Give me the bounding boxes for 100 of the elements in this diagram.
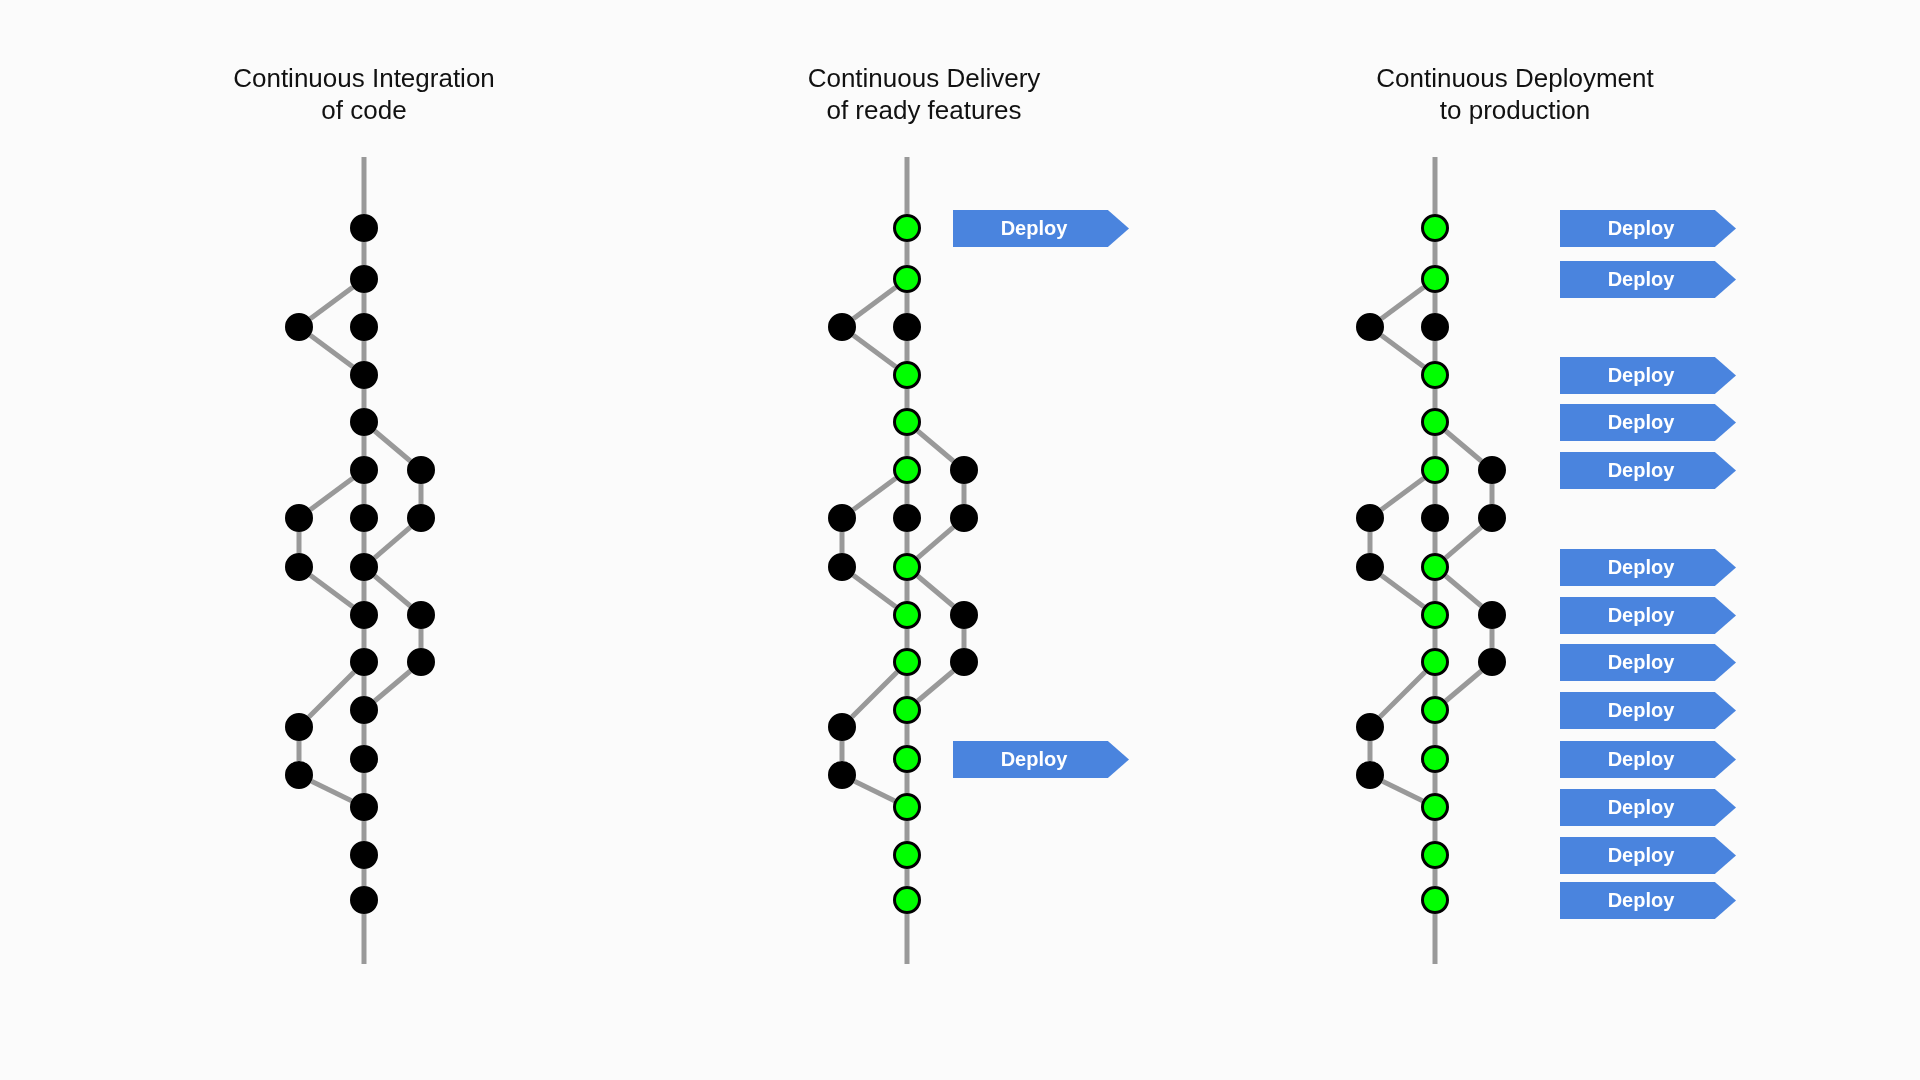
- branch-line: [904, 773, 910, 793]
- commit-dot: [350, 408, 378, 436]
- commit-dot: [1356, 504, 1384, 532]
- commit-dot: [1356, 761, 1384, 789]
- branch-line: [1432, 484, 1438, 504]
- branch-line: [904, 157, 910, 214]
- branch-line: [1432, 341, 1438, 361]
- commit-dot: [950, 504, 978, 532]
- branch-line: [904, 341, 910, 361]
- deploy-banner: Deploy: [1560, 692, 1736, 729]
- commit-dot: [1421, 841, 1449, 869]
- deploy-banner: Deploy: [953, 210, 1129, 247]
- branch-line: [361, 676, 367, 696]
- branch-line: [1432, 629, 1438, 648]
- deploy-banner: Deploy: [1560, 404, 1736, 441]
- branch-line: [1379, 476, 1426, 512]
- branch-line: [1432, 581, 1438, 601]
- commit-dot: [950, 648, 978, 676]
- commit-dot: [350, 696, 378, 724]
- branch-line: [904, 676, 910, 696]
- branch-line: [904, 821, 910, 841]
- branch-line: [361, 389, 367, 408]
- branch-line: [361, 773, 367, 793]
- commit-dot: [350, 265, 378, 293]
- branch-line: [904, 389, 910, 408]
- deploy-banner: Deploy: [1560, 261, 1736, 298]
- branch-line: [361, 724, 367, 745]
- branch-line: [904, 436, 910, 456]
- branch-line: [1432, 532, 1438, 553]
- commit-dot: [893, 265, 921, 293]
- branch-line: [850, 670, 899, 719]
- commit-dot: [1421, 553, 1449, 581]
- commit-dot: [893, 456, 921, 484]
- branch-line: [1444, 429, 1483, 463]
- branch-line: [1432, 724, 1438, 745]
- branch-line: [851, 573, 898, 609]
- branch-line: [1379, 333, 1426, 369]
- commit-dot: [407, 456, 435, 484]
- branch-line: [308, 573, 355, 609]
- branch-line: [839, 741, 845, 761]
- commit-dot: [893, 361, 921, 389]
- branch-line: [361, 869, 367, 886]
- branch-line: [904, 629, 910, 648]
- deploy-banner: Deploy: [1560, 837, 1736, 874]
- branch-line: [1444, 574, 1483, 608]
- branch-line: [851, 476, 898, 512]
- commit-dot: [1421, 886, 1449, 914]
- deploy-banner: Deploy: [1560, 357, 1736, 394]
- branch-line: [1367, 741, 1373, 761]
- commit-dot: [350, 745, 378, 773]
- commit-dot: [893, 696, 921, 724]
- commit-dot: [893, 313, 921, 341]
- branch-line: [373, 525, 412, 560]
- branch-line: [1432, 436, 1438, 456]
- commit-dot: [350, 648, 378, 676]
- branch-line: [904, 484, 910, 504]
- branch-line: [904, 869, 910, 886]
- deploy-banner: Deploy: [1560, 549, 1736, 586]
- branch-line: [307, 670, 356, 719]
- branch-line: [853, 778, 896, 804]
- commit-dot: [350, 214, 378, 242]
- commit-dot: [1421, 601, 1449, 629]
- branch-line: [1432, 389, 1438, 408]
- column-heading: Continuous Delivery of ready features: [806, 62, 1042, 126]
- branch-line: [904, 581, 910, 601]
- column-heading: Continuous Integration of code: [232, 62, 496, 126]
- commit-dot: [893, 841, 921, 869]
- branch-line: [916, 429, 955, 463]
- commit-dot: [893, 793, 921, 821]
- branch-line: [916, 574, 955, 608]
- commit-dot: [893, 408, 921, 436]
- branch-line: [1378, 670, 1427, 719]
- commit-dot: [1478, 648, 1506, 676]
- commit-dot: [407, 648, 435, 676]
- commit-dot: [893, 648, 921, 676]
- branch-line: [961, 484, 967, 504]
- branch-line: [1381, 778, 1424, 804]
- commit-dot: [893, 886, 921, 914]
- branch-line: [1432, 869, 1438, 886]
- deploy-banner: Deploy: [1560, 210, 1736, 247]
- commit-dot: [828, 504, 856, 532]
- branch-line: [361, 532, 367, 553]
- branch-line: [296, 532, 302, 553]
- commit-dot: [407, 504, 435, 532]
- commit-dot: [285, 761, 313, 789]
- branch-line: [1432, 157, 1438, 214]
- branch-line: [1367, 532, 1373, 553]
- commit-dot: [893, 504, 921, 532]
- deploy-banner: Deploy: [953, 741, 1129, 778]
- branch-line: [904, 914, 910, 964]
- branch-line: [1444, 669, 1483, 703]
- commit-dot: [350, 361, 378, 389]
- commit-dot: [285, 313, 313, 341]
- branch-line: [361, 914, 367, 964]
- commit-dot: [1421, 504, 1449, 532]
- branch-line: [904, 242, 910, 265]
- commit-dot: [350, 313, 378, 341]
- branch-line: [373, 574, 412, 608]
- commit-dot: [1478, 456, 1506, 484]
- branch-line: [373, 429, 412, 463]
